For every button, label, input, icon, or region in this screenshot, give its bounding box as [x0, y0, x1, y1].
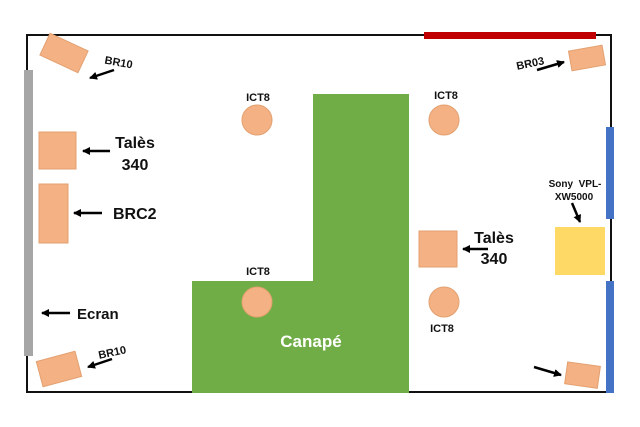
ict8-bottom-right: [428, 286, 460, 318]
label-ict8-bottom-right: ICT8: [430, 323, 454, 335]
speaker-tales-right: [418, 230, 458, 268]
label-br10-top: BR10: [104, 55, 134, 72]
label-ecran: Ecran: [77, 306, 119, 323]
arrow-br10-top: [89, 68, 115, 80]
arrow-bottom-right: [533, 365, 562, 377]
label-br03: BR03: [515, 55, 545, 73]
arrow-projector: [570, 202, 582, 223]
ict8-top-right: [428, 104, 460, 136]
arrow-br03: [536, 60, 565, 72]
label-ict8-sofa: ICT8: [246, 266, 270, 278]
label-brc2: BRC2: [113, 206, 157, 223]
label-br10-bottom: BR10: [97, 344, 127, 362]
speaker-br03: [567, 44, 607, 72]
label-projector-line2: XW5000: [555, 192, 594, 203]
projector-box: [555, 227, 605, 275]
arrow-br10-bottom: [87, 357, 113, 369]
label-tales-right-line1: Talès: [474, 230, 514, 247]
label-ict8-top-right: ICT8: [434, 90, 458, 102]
label-sofa: Canapé: [280, 332, 341, 351]
speaker-br10-top: [39, 32, 89, 74]
speaker-tales-left: [38, 131, 77, 170]
window-upper: [606, 127, 614, 219]
speaker-brc2: [38, 183, 69, 244]
window-lower: [606, 281, 614, 393]
label-ict8-top-left: ICT8: [246, 92, 270, 104]
speaker-br10-bottom: [35, 350, 83, 388]
screen-bar: [24, 70, 33, 356]
red-wall-segment: [424, 32, 596, 39]
ict8-top-left: [241, 104, 273, 136]
sofa-shape: [192, 94, 409, 393]
speaker-bottom-right: [564, 361, 601, 389]
label-tales-right-line2: 340: [481, 251, 508, 268]
label-tales-left-line2: 340: [122, 157, 149, 174]
ict8-sofa: [241, 286, 273, 318]
label-projector-line1: Sony VPL-: [549, 179, 602, 190]
label-tales-left-line1: Talès: [115, 135, 155, 152]
